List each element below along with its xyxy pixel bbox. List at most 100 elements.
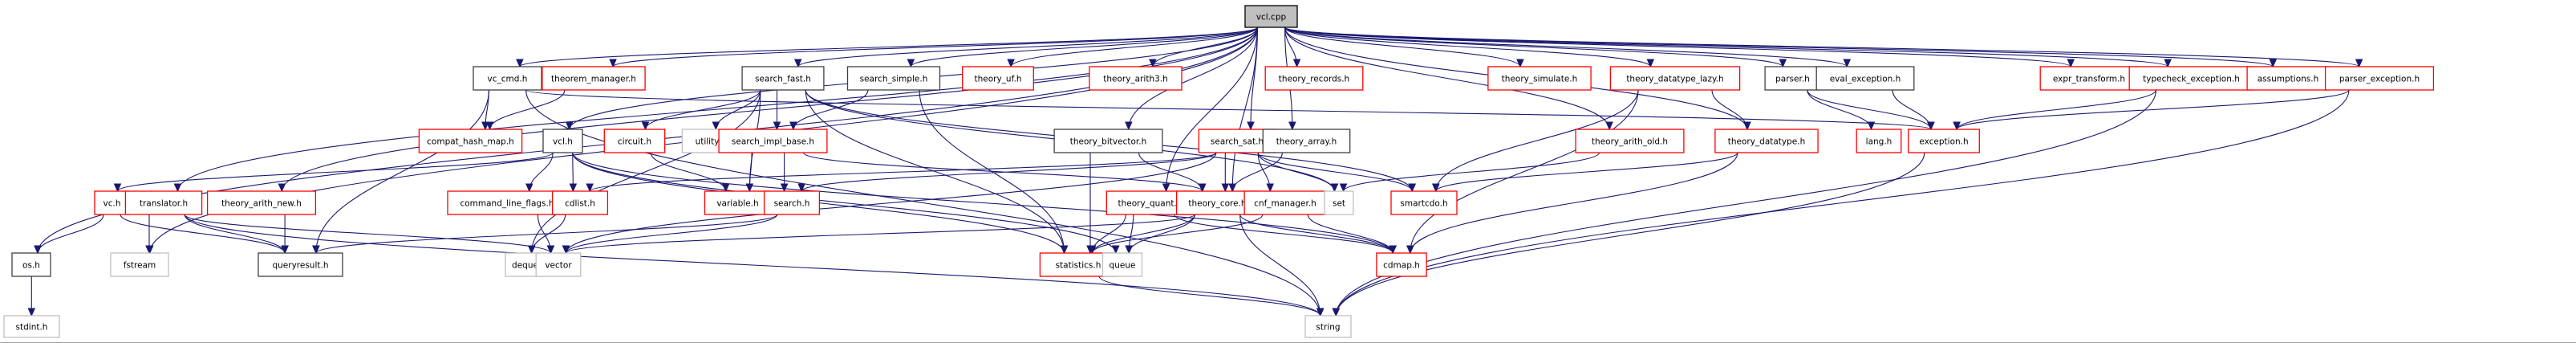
node-theorem-manager-h[interactable]: theorem_manager.h (542, 66, 646, 91)
node-box (2246, 66, 2330, 91)
node-label: command_line_flags.h (460, 199, 554, 209)
node-label: translator.h (140, 199, 188, 209)
node-lang-h[interactable]: lang.h (1856, 129, 1902, 153)
edge-vcl_cpp-to-parser_h (1284, 27, 1783, 67)
node-theory-arith-old-h[interactable]: theory_arith_old.h (1575, 129, 1685, 153)
node-theory-datatype-lazy-h[interactable]: theory_datatype_lazy.h (1609, 66, 1741, 91)
node-label: theory_bitvector.h (1070, 137, 1146, 147)
node-theory-records-h[interactable]: theory_records.h (1264, 66, 1364, 91)
arrowhead-icon (1316, 308, 1325, 317)
node-os-h[interactable]: os.h (11, 252, 51, 277)
arrowhead-icon (1646, 59, 1655, 68)
edge-vcl_cpp-to-vc_cmd_h (519, 27, 1258, 67)
node-parser-h[interactable]: parser.h (1764, 66, 1821, 91)
node-label: utility (696, 137, 720, 147)
node-label: vc_cmd.h (488, 75, 528, 84)
node-queryresult-h[interactable]: queryresult.h (258, 252, 343, 277)
node-search-impl-base-h[interactable]: search_impl_base.h (718, 129, 828, 153)
node-label: string (1316, 323, 1340, 333)
node-theory-simulate-h[interactable]: theory_simulate.h (1487, 66, 1592, 91)
node-string: string (1304, 315, 1352, 338)
node-theory-bitvector-h[interactable]: theory_bitvector.h (1053, 129, 1163, 153)
node-translator-h[interactable]: translator.h (124, 190, 203, 215)
node-set: set (1324, 190, 1354, 215)
node-label: deque (512, 261, 538, 271)
node-exception-h[interactable]: exception.h (1908, 129, 1980, 153)
edge-theory_datatype_lazy_h-to-cdmap_h (1410, 89, 1639, 254)
node-box (542, 129, 583, 153)
node-vc-cmd-h[interactable]: vc_cmd.h (473, 66, 542, 91)
node-search-h[interactable]: search.h (763, 190, 821, 215)
node-vcl-h[interactable]: vcl.h (542, 129, 583, 153)
node-theory-array-h[interactable]: theory_array.h (1262, 129, 1351, 153)
arrowhead-icon (527, 245, 536, 255)
node-label: parser.h (1775, 75, 1810, 84)
arrowhead-icon (173, 183, 182, 193)
node-search-fast-h[interactable]: search_fast.h (741, 66, 825, 91)
node-search-simple-h[interactable]: search_simple.h (846, 66, 941, 91)
node-box (1101, 252, 1143, 277)
arrowhead-icon (721, 183, 730, 193)
node-box (1815, 66, 1915, 91)
node-circuit-h[interactable]: circuit.h (603, 129, 666, 153)
node-label: theory_uf.h (974, 75, 1021, 84)
arrowhead-icon (1743, 121, 1751, 131)
node-box (206, 190, 317, 215)
node-cnf-manager-h[interactable]: cnf_manager.h (1243, 190, 1327, 215)
node-label: vc.h (103, 199, 121, 209)
edge-theory_datatype_h-to-cdmap_h (1410, 152, 1738, 254)
node-vc-h[interactable]: vc.h (94, 190, 130, 215)
node-stdint-h: stdint.h (3, 315, 60, 338)
node-box (551, 190, 609, 215)
node-compat-hash-map-h[interactable]: compat_hash_map.h (418, 129, 523, 153)
node-variable-h[interactable]: variable.h (704, 190, 772, 215)
edge-search_sat_h-to-set (1257, 152, 1335, 192)
edge-vcl_cpp-to-theorem_manager_h (612, 27, 1258, 67)
node-box (418, 129, 523, 153)
arrowhead-icon (1112, 245, 1120, 255)
node-label: expr_transform.h (2053, 75, 2125, 84)
arrowhead-icon (1266, 183, 1275, 193)
edge-vc_h-to-queryresult_h (120, 214, 286, 254)
edge-parser_exception_h-to-exception_h (1956, 89, 2350, 130)
node-smartcdo-h[interactable]: smartcdo.h (1390, 190, 1458, 215)
node-assumptions-h[interactable]: assumptions.h (2246, 66, 2330, 91)
node-eval-exception-h[interactable]: eval_exception.h (1815, 66, 1915, 91)
arrowhead-icon (1088, 245, 1097, 255)
arrowhead-icon (797, 183, 805, 193)
node-expr-transform-h[interactable]: expr_transform.h (2039, 66, 2139, 91)
arrowhead-icon (145, 245, 153, 255)
edge-vcl_h-to-cdmap_h (572, 152, 1393, 254)
edge-search_h-to-queryresult_h (315, 214, 778, 254)
arrowhead-icon (2269, 59, 2278, 68)
node-cdmap-h[interactable]: cdmap.h (1376, 252, 1427, 277)
node-label: theorem_manager.h (551, 75, 636, 84)
edge-search_sat_h-to-search_h (801, 152, 1217, 192)
node-label: theory_records.h (1279, 75, 1349, 84)
edge-cnf_manager_h-to-statistics_h (1091, 214, 1264, 254)
node-command-line-flags-h[interactable]: command_line_flags.h (447, 190, 567, 215)
edge-vcl_cpp-to-theory_arith_new_h (281, 27, 1258, 192)
node-label: cdlist.h (565, 199, 595, 209)
node-parser-exception-h[interactable]: parser_exception.h (2324, 66, 2435, 91)
node-theory-arith-new-h[interactable]: theory_arith_new.h (206, 190, 317, 215)
node-typecheck-exception-h[interactable]: typecheck_exception.h (2128, 66, 2254, 91)
edge-search_fast_h-to-circuit_h (644, 89, 761, 130)
node-label: vector (545, 261, 572, 271)
node-theory-datatype-h[interactable]: theory_datatype.h (1714, 129, 1819, 153)
node-theory-uf-h[interactable]: theory_uf.h (962, 66, 1034, 91)
edge-vcl_cpp-to-eval_exception_h (1284, 27, 1848, 67)
arrowhead-icon (586, 183, 594, 193)
node-label: theory_core.h (1188, 199, 1246, 209)
edge-vc_h-to-os_h (37, 214, 104, 254)
node-vcl-cpp[interactable]: vcl.cpp (1244, 5, 1298, 28)
arrowhead-icon (278, 183, 286, 193)
arrowhead-icon (609, 59, 617, 68)
node-box (1262, 129, 1351, 153)
node-cdlist-h[interactable]: cdlist.h (551, 190, 609, 215)
edge-vc_cmd_h-to-queryresult_h (315, 89, 489, 254)
edge-theory_core_h-to-queue (1128, 214, 1195, 254)
node-box (11, 252, 51, 277)
arrowhead-icon (1432, 183, 1440, 193)
node-theory-arith3-h[interactable]: theory_arith3.h (1089, 66, 1183, 91)
